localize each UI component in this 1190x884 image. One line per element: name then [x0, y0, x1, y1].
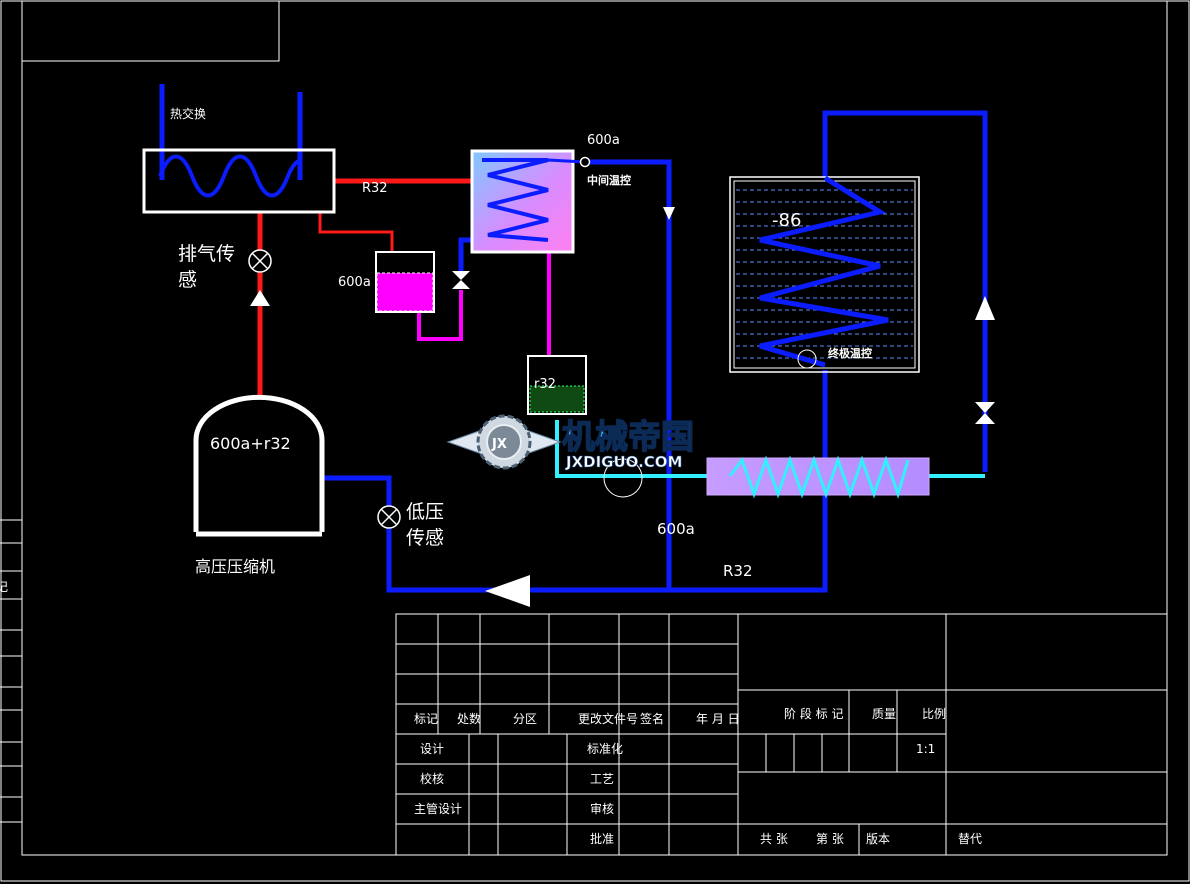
intermediate-temp-sensor — [579, 156, 591, 168]
tb-signature: 签名 — [640, 711, 664, 726]
evaporator-coil — [759, 175, 889, 368]
intermediate-heat-exchanger — [470, 149, 586, 254]
left-margin-table: 记 — [0, 519, 22, 823]
expansion-valve-left — [452, 271, 470, 289]
expansion-valve-right — [975, 402, 995, 424]
tb-review: 审核 — [590, 801, 614, 816]
r600a-top-label: 600a — [587, 133, 620, 148]
high-pressure-compressor: 600a+r32 高压压缩机 — [193, 394, 325, 576]
tb-sheet-no: 第 张 — [816, 832, 844, 846]
hx-coil — [482, 158, 549, 242]
tb-version: 版本 — [866, 832, 890, 846]
exhaust-sensor-label-2: 感 — [178, 269, 197, 291]
tb-count: 处数 — [457, 711, 481, 726]
final-temp-sensor — [797, 349, 817, 369]
intermediate-temp-ctrl-label: 中间温控 — [587, 173, 631, 187]
tb-check: 校核 — [420, 771, 444, 786]
flow-arrow-up-left — [250, 290, 270, 306]
watermark-url: JXDIGUO.COM — [565, 453, 682, 471]
tb-replace: 替代 — [958, 832, 982, 846]
tb-date: 年 月 日 — [696, 712, 740, 726]
freezer-chamber: -86 终极温控 — [729, 175, 920, 373]
watermark: JX 机械帝国 JXDIGUO.COM — [446, 414, 695, 498]
cascade-condenser-bar — [706, 455, 930, 499]
cyan-pipe-left — [555, 420, 708, 478]
r32-top-label: R32 — [362, 181, 388, 196]
tb-scale-value: 1:1 — [916, 742, 935, 756]
cold-pipes — [159, 84, 988, 593]
title-block: 标记 处数 分区 更改文件号 签名 年 月 日 设计 标准化 校核 工艺 主管设… — [395, 613, 1168, 856]
heat-exchange-coil — [158, 154, 301, 198]
r600a-tank: 600a — [338, 251, 435, 313]
watermark-logo: JX — [446, 414, 562, 470]
tb-zone: 分区 — [513, 712, 537, 726]
left-edge-char: 记 — [0, 580, 8, 594]
corner-stamp-box — [21, 0, 280, 62]
exhaust-sensor-label-1: 排气传 — [178, 243, 235, 265]
temperature-minus86: -86 — [772, 210, 801, 231]
tb-design: 设计 — [420, 742, 444, 756]
magenta-pipes — [417, 252, 551, 356]
r32-bottom-label: R32 — [723, 562, 753, 580]
r32-separator-label: r32 — [534, 377, 556, 392]
tb-mark: 标记 — [414, 712, 438, 726]
hot-pipe-to-tank — [318, 212, 394, 252]
exhaust-sensor: 排气传 感 — [178, 243, 272, 291]
low-pressure-label-1: 低压 — [406, 501, 444, 523]
tb-mass: 质量 — [872, 707, 896, 721]
flow-arrow-down-mid — [663, 207, 675, 220]
compressor-fluids-label: 600a+r32 — [210, 434, 291, 453]
heat-exchange-box: 热交换 — [142, 106, 336, 214]
low-pressure-sensor: 低压 传感 — [377, 501, 444, 549]
low-pressure-label-2: 传感 — [406, 527, 444, 549]
exhaust-sensor-symbol — [248, 249, 272, 273]
tb-process: 工艺 — [590, 772, 614, 786]
tb-stage-mark: 阶 段 标 记 — [784, 706, 843, 721]
flow-arrow-left-bottom — [485, 575, 530, 607]
tb-chief-design: 主管设计 — [414, 801, 462, 816]
tb-approve: 批准 — [590, 831, 614, 846]
condenser-coil — [728, 455, 910, 499]
watermark-logo-text: JX — [491, 437, 507, 452]
tb-change-doc: 更改文件号 — [578, 711, 638, 726]
heat-exchange-label: 热交换 — [170, 106, 206, 121]
flow-arrow-up-right — [975, 296, 995, 320]
r600a-tank-label: 600a — [338, 275, 371, 290]
tb-standardization: 标准化 — [587, 742, 623, 756]
tb-scale: 比例 — [922, 707, 946, 721]
final-temp-ctrl-label: 终极温控 — [828, 346, 872, 360]
r32-separator: r32 — [527, 355, 587, 415]
compressor-name-label: 高压压缩机 — [195, 557, 275, 576]
watermark-title: 机械帝国 — [562, 417, 694, 456]
tb-total-sheets: 共 张 — [760, 832, 788, 846]
r600a-bottom-label: 600a — [657, 520, 695, 538]
